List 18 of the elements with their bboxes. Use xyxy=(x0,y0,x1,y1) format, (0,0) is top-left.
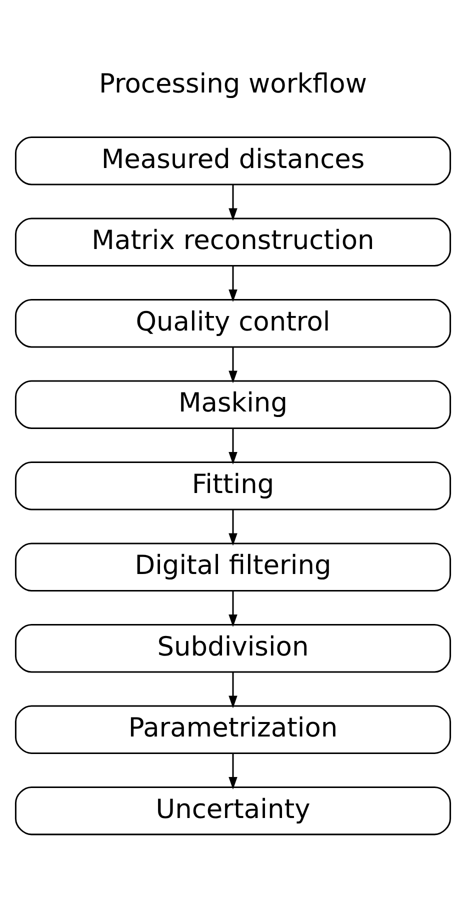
node-box: Parametrization xyxy=(14,704,452,754)
node-box: Uncertainty xyxy=(14,786,452,835)
node-box: Measured distances xyxy=(14,136,452,185)
arrow xyxy=(228,509,238,546)
node-box: Fitting xyxy=(14,460,452,510)
node-box: Masking xyxy=(14,380,452,428)
arrow xyxy=(228,428,238,464)
arrow xyxy=(228,590,238,626)
node-box: Quality control xyxy=(14,298,452,348)
arrow xyxy=(228,266,238,302)
node-box: Subdivision xyxy=(14,623,452,672)
arrow xyxy=(228,752,238,789)
node-box: Matrix reconstruction xyxy=(14,217,452,266)
arrow xyxy=(228,184,238,220)
diagram-title: Processing workflow xyxy=(98,68,368,99)
arrow xyxy=(228,672,238,708)
arrow xyxy=(228,346,238,383)
node-box: Digital filtering xyxy=(14,542,452,591)
